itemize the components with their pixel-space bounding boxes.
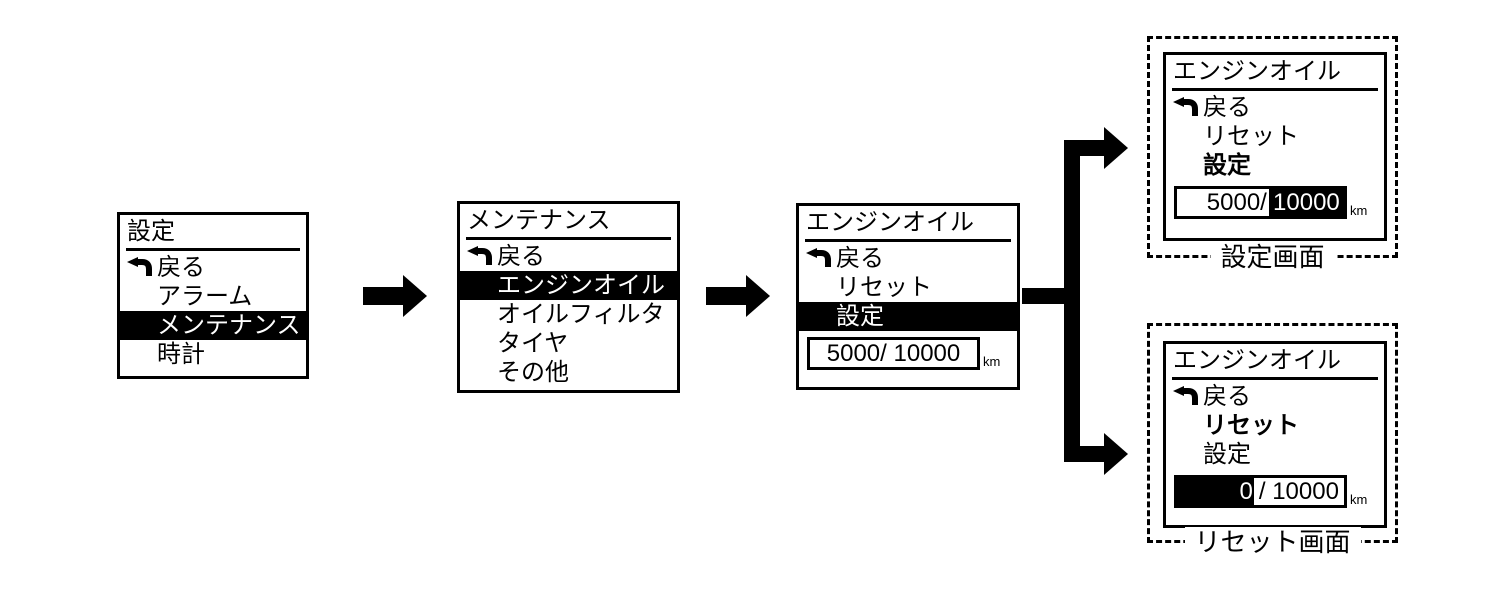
menu-item-reset: リセット bbox=[799, 273, 1017, 302]
odometer-row: 0 / 10000 km bbox=[1174, 475, 1384, 508]
menu-item-label: 戻る bbox=[497, 243, 545, 270]
odometer-row: 5000/ 10000 km bbox=[807, 337, 1017, 370]
odometer-unit: km bbox=[1350, 203, 1368, 218]
odometer-current-highlighted: 0 bbox=[1177, 478, 1254, 505]
branch-arrow-head-bottom bbox=[1104, 433, 1128, 475]
menu-item-label: リセット bbox=[1203, 412, 1299, 439]
return-arrow-icon bbox=[1172, 386, 1203, 407]
menu-item-label: 戻る bbox=[836, 245, 884, 272]
menu-list: 戻る アラーム メンテナンス 時計 bbox=[120, 253, 306, 369]
branch-arm-bottom bbox=[1064, 446, 1106, 462]
menu-item-label: アラーム bbox=[157, 283, 253, 310]
menu-item-reset: リセット bbox=[1166, 122, 1384, 151]
callout-label-reset: リセット画面 bbox=[1184, 527, 1361, 557]
arrow-shaft bbox=[706, 287, 748, 305]
title-rule bbox=[1172, 377, 1378, 380]
menu-item-label: エンジンオイル bbox=[497, 272, 665, 299]
menu-item-back: 戻る bbox=[120, 253, 306, 282]
screen-engine-oil: エンジンオイル 戻る リセット 設定 5000/ 10000 km bbox=[796, 203, 1020, 390]
menu-item-label: 戻る bbox=[157, 254, 205, 281]
screen-title: 設定 bbox=[127, 218, 175, 245]
menu-item-back: 戻る bbox=[799, 244, 1017, 273]
callout-group-setting: エンジンオイル 戻る リセット 設定 5000/ bbox=[1147, 36, 1398, 272]
callout-label-setting: 設定画面 bbox=[1210, 242, 1335, 272]
branch-arrow-head-top bbox=[1104, 127, 1128, 169]
menu-item-setting: 設定 bbox=[1166, 440, 1384, 469]
arrow-head bbox=[746, 275, 770, 317]
menu-item-label: リセット bbox=[1203, 123, 1299, 150]
menu-item-label: 設定 bbox=[836, 303, 884, 330]
title-rule bbox=[805, 239, 1011, 242]
callout-group-reset: エンジンオイル 戻る リセット 設定 0 / 1 bbox=[1147, 323, 1398, 557]
title-rule bbox=[466, 237, 671, 240]
menu-item-label: 時計 bbox=[157, 341, 205, 368]
odometer-value-box: 5000/ 10000 bbox=[1174, 186, 1347, 219]
menu-item-maintenance-selected: メンテナンス bbox=[120, 311, 306, 340]
return-arrow-icon bbox=[805, 248, 836, 269]
odometer-row: 5000/ 10000 km bbox=[1174, 186, 1384, 219]
menu-item-label: 設定 bbox=[1203, 441, 1251, 468]
menu-item-clock: 時計 bbox=[120, 340, 306, 369]
odometer-value-box: 0 / 10000 bbox=[1174, 475, 1347, 508]
return-arrow-icon bbox=[126, 257, 157, 278]
menu-item-back: 戻る bbox=[460, 242, 677, 271]
menu-list: 戻る リセット 設定 bbox=[799, 244, 1017, 331]
menu-item-label: 戻る bbox=[1203, 383, 1251, 410]
menu-item-label: 戻る bbox=[1203, 94, 1251, 121]
menu-item-label: タイヤ bbox=[497, 330, 569, 357]
screen-title: エンジンオイル bbox=[1173, 347, 1341, 374]
screen-maintenance: メンテナンス 戻る エンジンオイル オイルフィルタ タイヤ その他 bbox=[457, 201, 680, 393]
arrow-shaft bbox=[363, 287, 405, 305]
menu-item-reset-active: リセット bbox=[1166, 411, 1384, 440]
menu-item-label: リセット bbox=[836, 274, 932, 301]
branch-stub bbox=[1022, 288, 1066, 304]
menu-item-label: 設定 bbox=[1203, 152, 1251, 179]
menu-item-engine-oil-selected: エンジンオイル bbox=[460, 271, 677, 300]
screen-title: エンジンオイル bbox=[1173, 58, 1341, 85]
menu-item-back: 戻る bbox=[1166, 382, 1384, 411]
branch-vertical bbox=[1064, 140, 1080, 462]
odometer-target-highlighted: 10000 bbox=[1268, 189, 1344, 216]
branch-arm-top bbox=[1064, 140, 1106, 156]
screen-title: メンテナンス bbox=[467, 207, 611, 234]
menu-item-back: 戻る bbox=[1166, 93, 1384, 122]
title-rule bbox=[1172, 88, 1378, 91]
title-rule bbox=[126, 248, 300, 251]
screen-settings: 設定 戻る アラーム メンテナンス 時計 bbox=[117, 212, 309, 379]
screen-title: エンジンオイル bbox=[806, 209, 974, 236]
menu-list: 戻る リセット 設定 bbox=[1166, 93, 1384, 180]
menu-item-oil-filter: オイルフィルタ bbox=[460, 300, 677, 329]
odometer-value: 5000/ 10000 bbox=[826, 340, 961, 367]
menu-item-other: その他 bbox=[460, 358, 677, 387]
arrow-head bbox=[403, 275, 427, 317]
menu-item-alarm: アラーム bbox=[120, 282, 306, 311]
odometer-value-box: 5000/ 10000 bbox=[807, 337, 980, 370]
screen-engine-oil-setting: エンジンオイル 戻る リセット 設定 5000/ bbox=[1163, 52, 1387, 241]
menu-item-label: メンテナンス bbox=[157, 312, 301, 339]
odometer-current: 5000/ bbox=[1206, 189, 1267, 216]
odometer-unit: km bbox=[983, 354, 1001, 369]
menu-item-setting-active: 設定 bbox=[1166, 151, 1384, 180]
menu-item-tire: タイヤ bbox=[460, 329, 677, 358]
return-arrow-icon bbox=[466, 246, 497, 267]
menu-item-label: その他 bbox=[497, 359, 569, 386]
odometer-target: / 10000 bbox=[1258, 478, 1339, 505]
menu-list: 戻る エンジンオイル オイルフィルタ タイヤ その他 bbox=[460, 242, 677, 387]
menu-item-label: オイルフィルタ bbox=[497, 301, 665, 328]
menu-item-setting-selected: 設定 bbox=[799, 302, 1017, 331]
return-arrow-icon bbox=[1172, 97, 1203, 118]
screen-engine-oil-reset: エンジンオイル 戻る リセット 設定 0 / 1 bbox=[1163, 341, 1387, 528]
odometer-unit: km bbox=[1350, 492, 1368, 507]
menu-list: 戻る リセット 設定 bbox=[1166, 382, 1384, 469]
